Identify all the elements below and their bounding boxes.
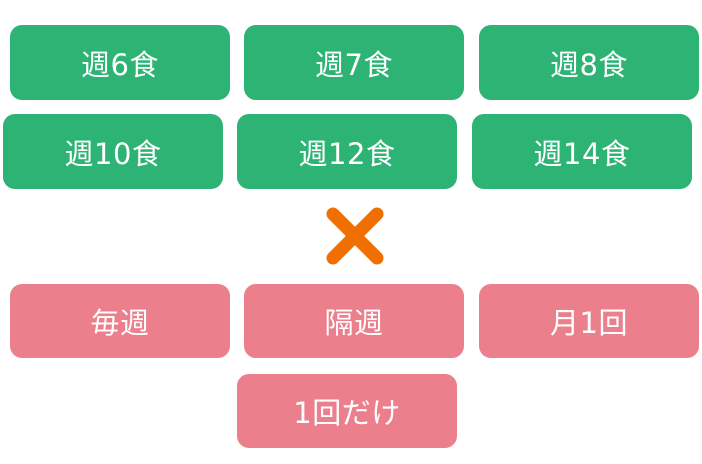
option-one-time-only[interactable]: 1回だけ	[237, 374, 457, 448]
option-once-a-month[interactable]: 月1回	[479, 284, 699, 358]
option-every-other-week[interactable]: 隔週	[244, 284, 464, 358]
option-weekly-14-meals[interactable]: 週14食	[472, 114, 692, 189]
option-weekly-7-meals[interactable]: 週7食	[244, 25, 464, 100]
option-every-week[interactable]: 毎週	[10, 284, 230, 358]
option-weekly-6-meals[interactable]: 週6食	[10, 25, 230, 100]
option-weekly-12-meals[interactable]: 週12食	[237, 114, 457, 189]
option-weekly-8-meals[interactable]: 週8食	[479, 25, 699, 100]
option-weekly-10-meals[interactable]: 週10食	[3, 114, 223, 189]
multiply-icon	[326, 207, 384, 265]
